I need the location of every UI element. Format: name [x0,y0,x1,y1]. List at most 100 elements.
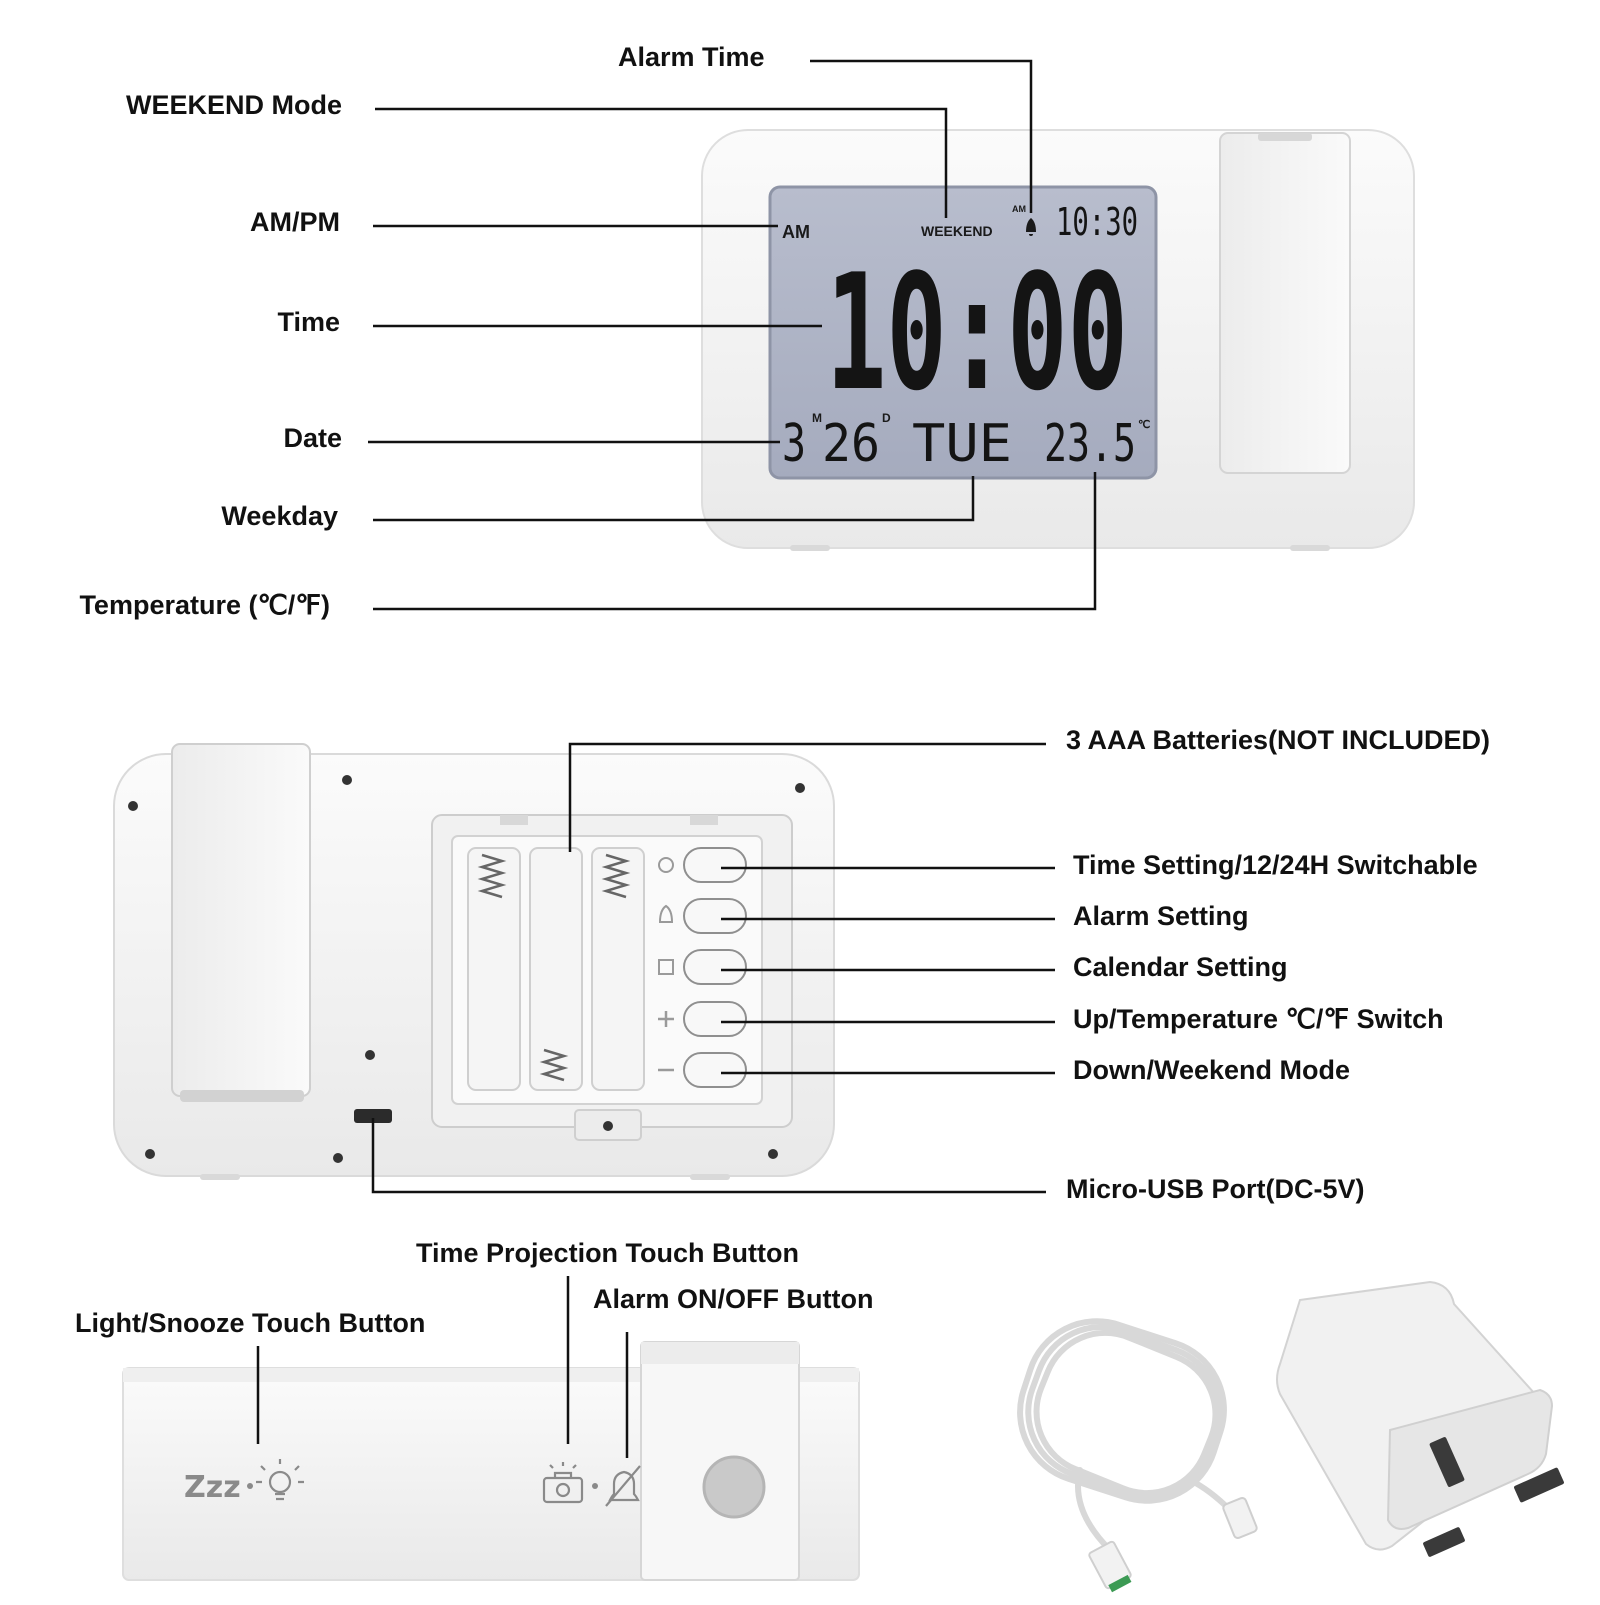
micro-usb-plug [1222,1497,1258,1539]
camera-top [549,1462,577,1478]
label-alarm-setting: Alarm Setting [1073,901,1249,931]
adapter-face [1386,1388,1554,1530]
usb-a-tip [1108,1574,1132,1593]
battery-spring [539,1048,569,1082]
snooze-icon[interactable]: Zzz [184,1470,241,1505]
wall-adapter [1276,1280,1564,1557]
clock-icon [658,857,674,873]
alarm-bell-icon [1026,218,1036,236]
label-time-setting: Time Setting/12/24H Switchable [1073,850,1478,880]
label-time-projection: Time Projection Touch Button [416,1238,799,1268]
camera-body [542,1476,584,1504]
leader-weekday [373,476,975,522]
lcd-day: 26 [822,414,880,474]
lcd-day-mark: D [882,411,891,425]
back-leader-lines [371,742,1055,1194]
lcd-ampm: AM [782,222,810,242]
plus-icon [658,1011,674,1027]
label-alarm-time: Alarm Time [618,42,765,72]
battery-slots [467,847,645,1091]
projector-lens [702,1455,766,1519]
alarm-setting-button[interactable] [683,898,747,934]
screw [128,801,138,811]
leader-temperature [373,472,1097,611]
leader-weekend-mode [375,107,948,218]
label-weekday: Weekday [221,501,338,531]
down-button[interactable] [683,1052,747,1088]
projector-arm-back [171,743,311,1097]
screw [333,1153,343,1163]
leader-batteries [568,742,1046,852]
projector-arm [1219,132,1351,474]
label-temperature: Temperature (℃/℉) [79,590,330,620]
bell-outline [608,1470,640,1502]
lcd-alarm-ampm: AM [1012,204,1026,214]
leader-alarm-time [810,59,1033,213]
cable-coil-1 [1017,1318,1227,1504]
label-time: Time [277,307,340,337]
battery-slot-2 [529,847,583,1091]
reset-hole [365,1050,375,1060]
lcd-main-time: 10:00 [826,239,1128,426]
latch-screw [603,1121,613,1131]
screw [145,1149,155,1159]
screw [795,783,805,793]
lcd-weekend: WEEKEND [921,223,993,239]
camera-lens [555,1482,571,1498]
battery-slot-1 [467,847,521,1091]
up-button[interactable] [683,1001,747,1037]
battery-spring [601,853,631,899]
battery-slot-3 [591,847,645,1091]
battery-spring [477,853,507,899]
lcd-weekday: TUE [912,414,1012,474]
label-up-temp-switch: Up/Temperature ℃/℉ Switch [1073,1004,1444,1034]
screw [768,1149,778,1159]
screw [342,775,352,785]
bulb-glass [268,1470,292,1494]
calendar-setting-button[interactable] [683,949,747,985]
adapter-pin [1429,1437,1465,1487]
lcd-month-mark: M [812,411,822,425]
projector-head-top [641,1342,799,1364]
cable-tail-usb [1075,1467,1113,1553]
screw-holes [128,775,805,1163]
lcd-temp-unit: ℃ [1138,419,1150,431]
micro-usb-port[interactable] [354,1109,392,1123]
label-light-snooze: Light/Snooze Touch Button [75,1308,426,1338]
usb-cable [1017,1318,1233,1553]
lcd-temperature: 23.5 [1044,414,1136,474]
leader-micro-usb [371,1118,1046,1194]
clock-back [113,743,835,1180]
clock-top: Zzz [122,1341,860,1581]
clock-front: AM WEEKEND AM 10:30 10:00 3 M 26 D TUE 2… [701,129,1415,551]
time-setting-button[interactable] [683,847,747,883]
label-down-weekend: Down/Weekend Mode [1073,1055,1351,1085]
projection-camera-icon[interactable] [542,1462,584,1504]
clock-back-foot-left [200,1174,240,1180]
cable-coil-2 [1025,1324,1223,1500]
label-weekend-mode: WEEKEND Mode [126,90,342,120]
label-am-pm: AM/PM [250,207,340,237]
adapter-pin [1423,1527,1465,1557]
bulb-base [275,1492,285,1501]
projector-arm-shadow [180,1090,304,1102]
label-batteries: 3 AAA Batteries(NOT INCLUDED) [1066,725,1491,755]
battery-bay-clip [500,815,528,825]
setting-buttons [658,847,747,1088]
bell-icon [658,904,674,923]
bulb-rays [256,1459,304,1484]
label-micro-usb: Micro-USB Port(DC-5V) [1066,1174,1365,1204]
lcd-month: 3 [782,414,806,474]
clock-back-foot-right [690,1174,730,1180]
lcd-screen [768,185,1158,480]
label-alarm-onoff: Alarm ON/OFF Button [593,1284,874,1314]
label-date: Date [283,423,342,453]
lcd-alarm-time: 10:30 [1056,200,1138,244]
battery-bay-clip [690,815,718,825]
projector-lens-slot [1258,133,1312,141]
bell-slash [605,1465,641,1507]
alarm-off-bell-icon[interactable] [605,1465,641,1507]
light-bulb-icon[interactable] [256,1459,304,1501]
